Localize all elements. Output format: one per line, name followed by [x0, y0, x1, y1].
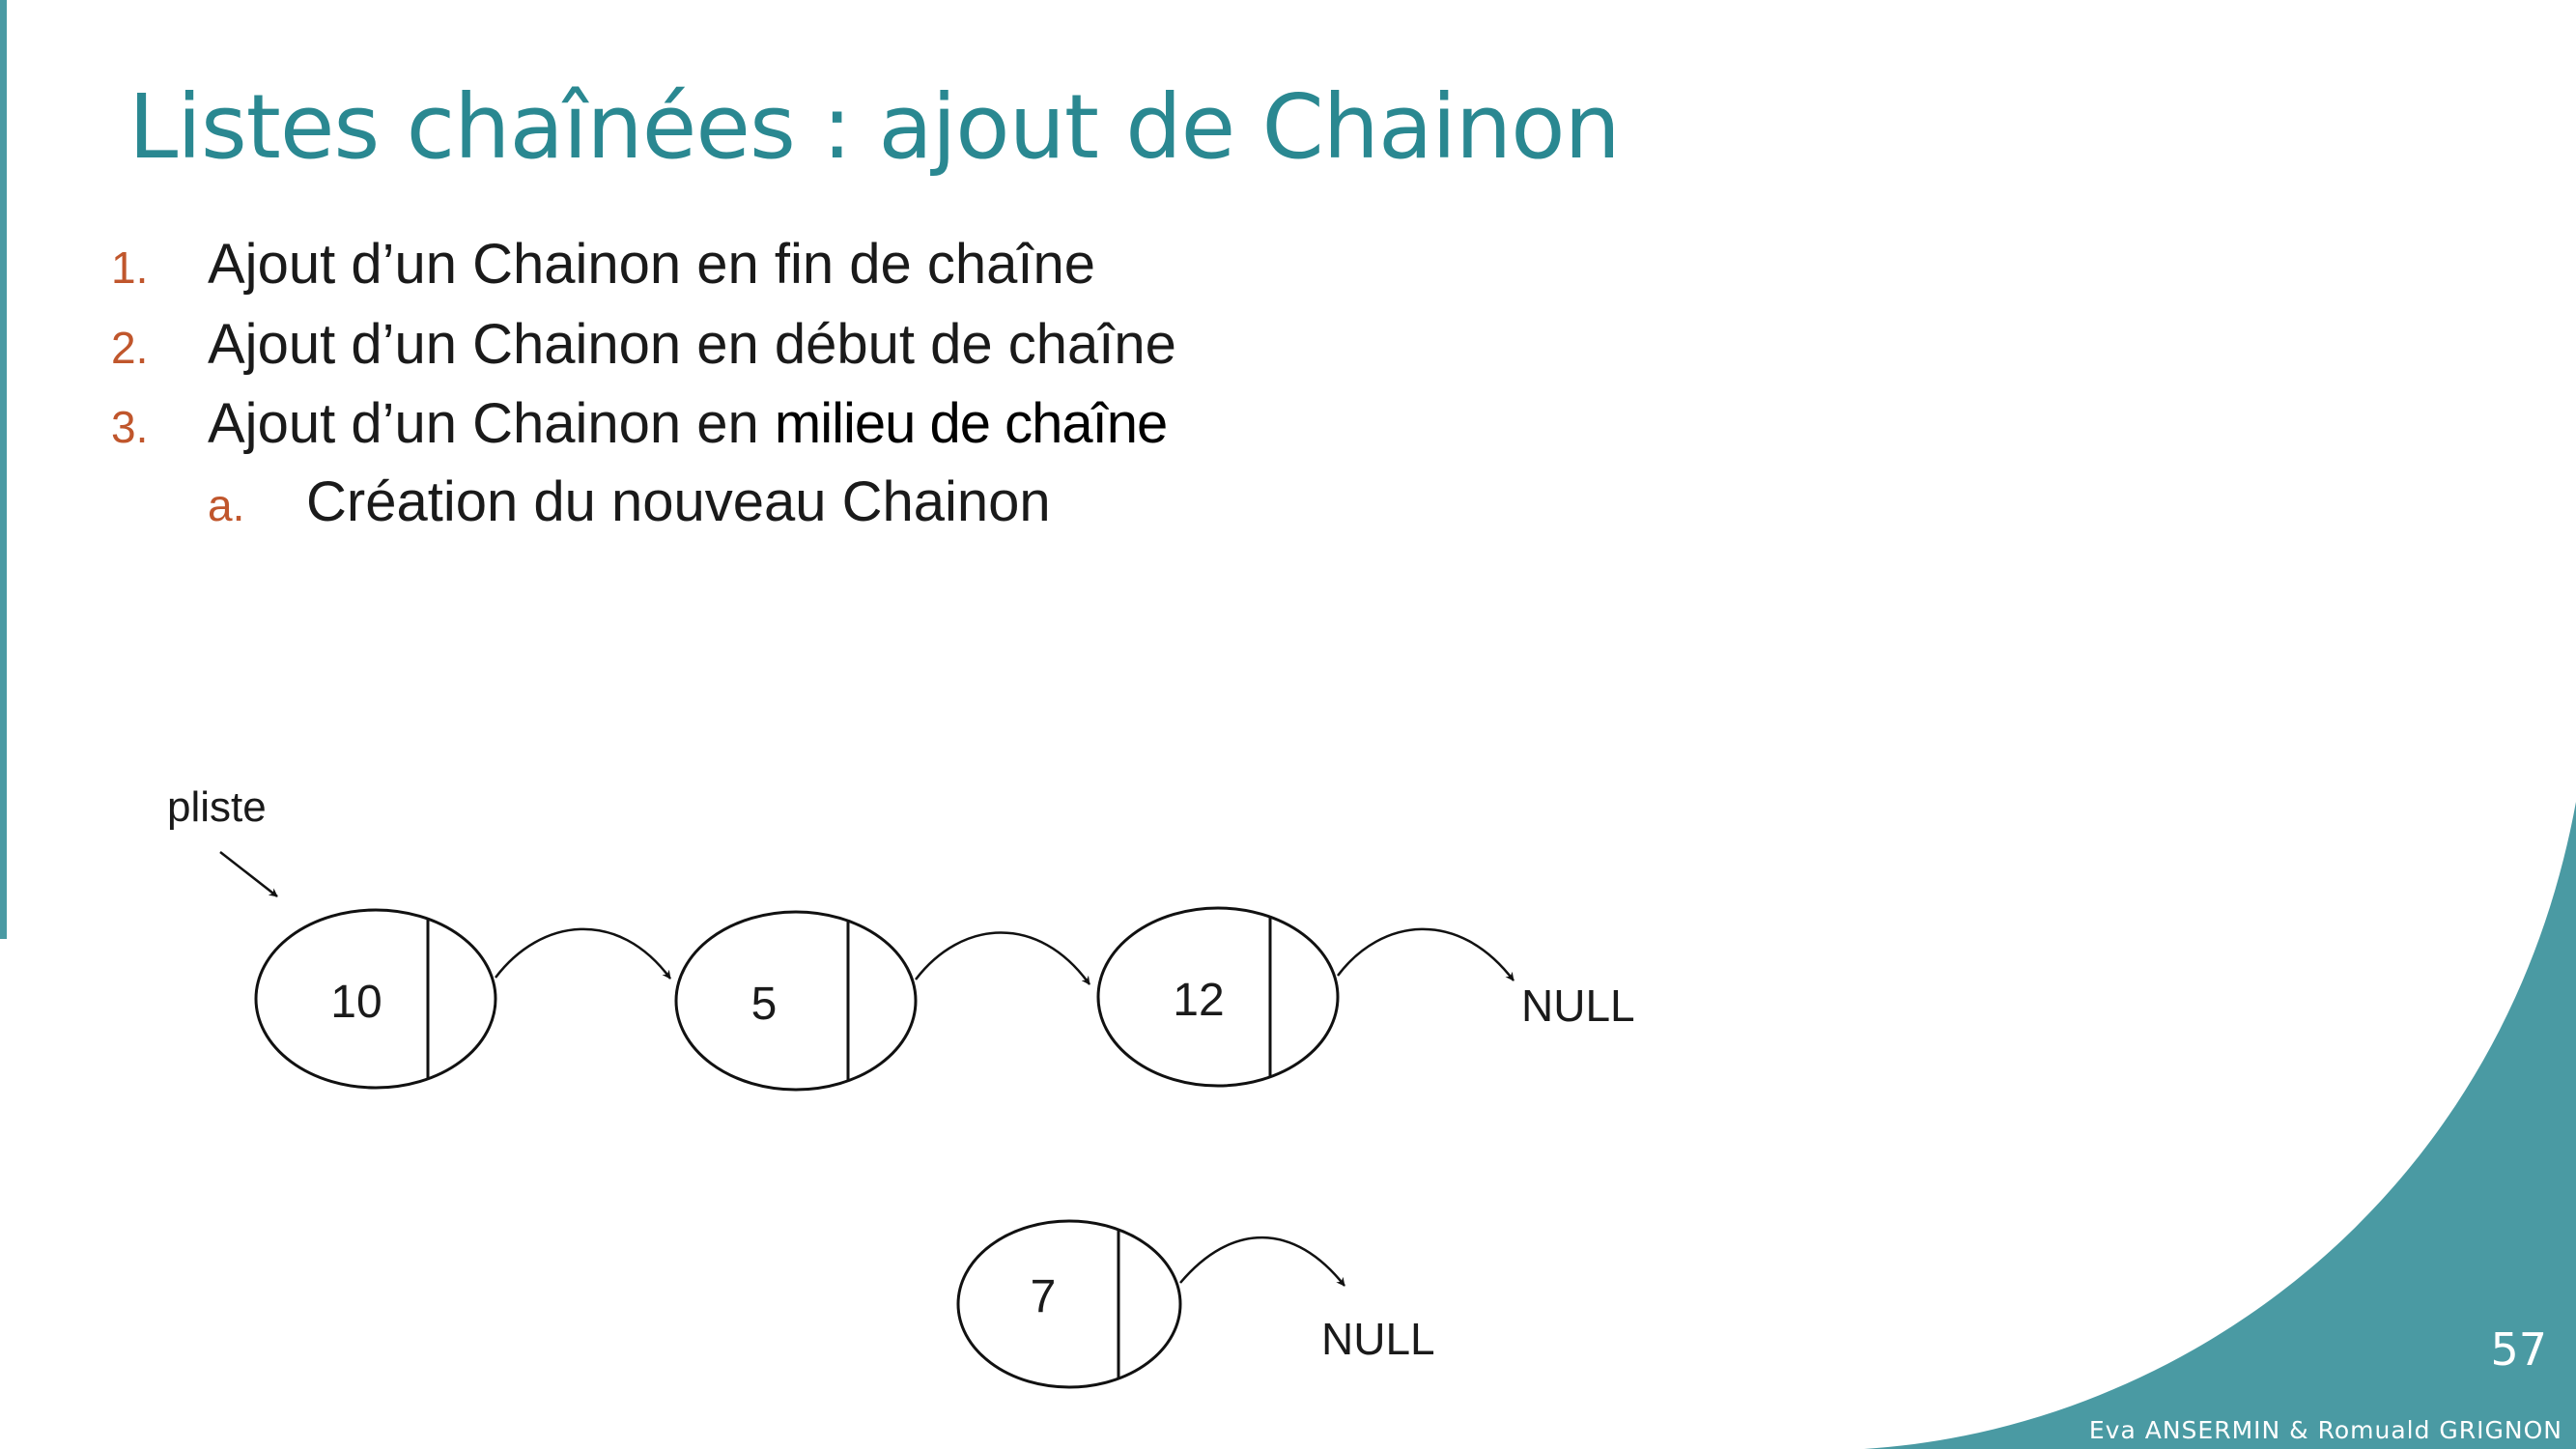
slide-title: Listes chaînées : ajout de Chainon: [128, 75, 1621, 179]
list-node: 5: [674, 910, 918, 1092]
list-number: 1.: [111, 242, 149, 293]
list-text-row: Ajout d’un Chainon en milieu de chaîne: [208, 391, 1168, 456]
link-arrow: [495, 927, 672, 980]
pointer-arrow: [219, 851, 278, 897]
node-value: 10: [330, 977, 382, 1028]
node-value: 5: [751, 979, 778, 1030]
new-node: 7: [956, 1219, 1182, 1389]
list-node: 10: [254, 908, 497, 1090]
null-label: NULL: [1321, 1314, 1435, 1364]
pointer-label: pliste: [167, 783, 267, 831]
list-letter: a.: [208, 480, 245, 530]
page-number: 57: [2490, 1323, 2547, 1376]
link-arrow: [915, 931, 1091, 985]
node-value: 7: [1031, 1271, 1057, 1322]
footer-authors: Eva ANSERMIN & Romuald GRIGNON: [2088, 1416, 2562, 1444]
list-number: 3.: [111, 402, 149, 452]
left-accent-bar: [0, 0, 7, 939]
list-emphasis: milieu de chaîne: [774, 392, 1168, 455]
list-text: Ajout d’un Chainon en: [208, 392, 775, 455]
link-arrow: [1337, 927, 1514, 981]
list-text: Ajout d’un Chainon en début de chaîne: [208, 313, 1176, 376]
list-node: 12: [1096, 906, 1340, 1088]
list-text: Ajout d’un Chainon en fin de chaîne: [208, 233, 1096, 296]
node-value: 12: [1173, 975, 1224, 1026]
list-text: Création du nouveau Chainon: [306, 470, 1051, 533]
link-arrow: [1179, 1236, 1345, 1287]
list-number: 2.: [111, 323, 149, 373]
null-label: NULL: [1521, 980, 1635, 1031]
